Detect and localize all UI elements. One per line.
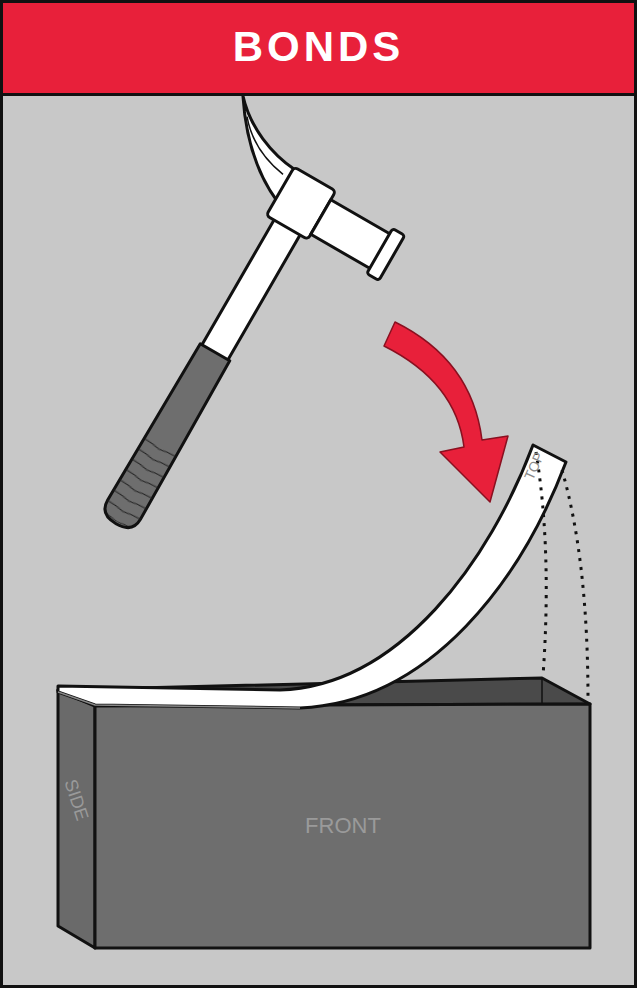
title-text: BONDS [0, 0, 637, 93]
bent-strip [58, 445, 566, 708]
box [58, 678, 590, 948]
motion-arrow [384, 322, 508, 502]
strip-edge [58, 692, 300, 708]
face-label: FRONT [305, 813, 381, 839]
dotted-path [536, 452, 546, 676]
hammer [26, 96, 425, 577]
dotted-path [562, 470, 588, 700]
